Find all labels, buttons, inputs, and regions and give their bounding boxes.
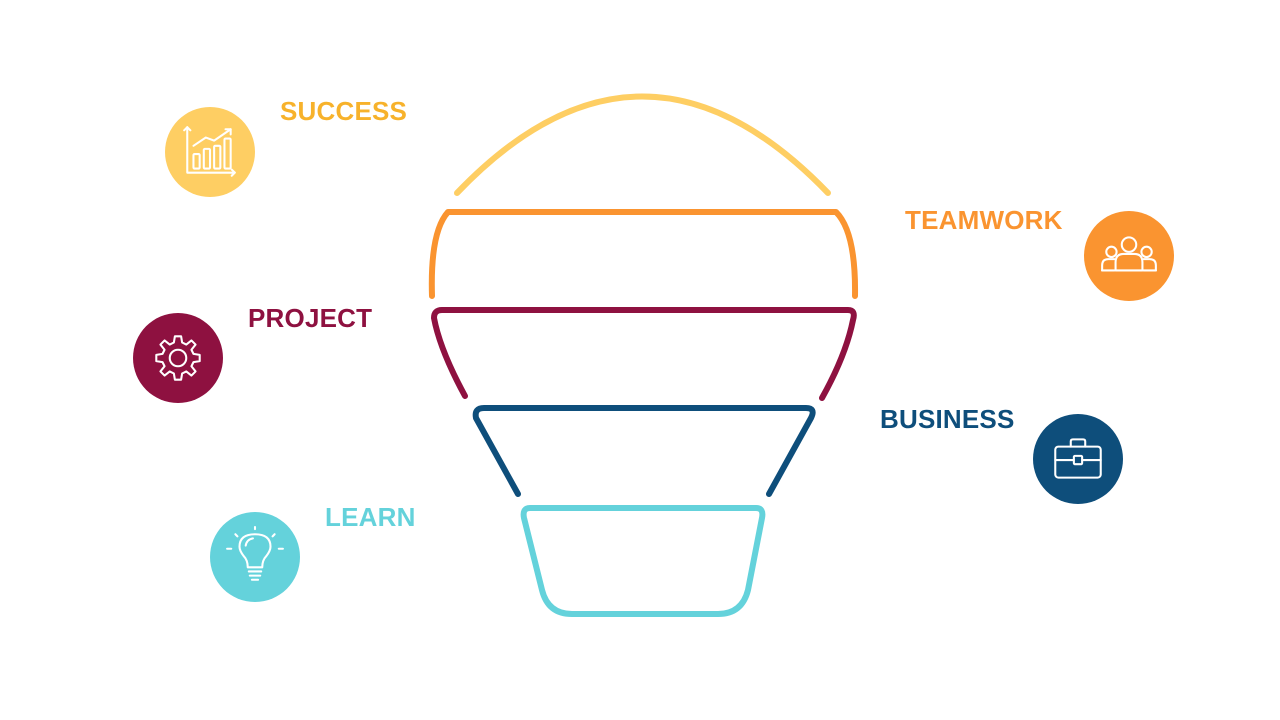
lightbulb-icon (226, 526, 284, 581)
bulb-band-project (431, 307, 857, 401)
learn-circle (210, 512, 300, 602)
bar-chart-icon (183, 126, 236, 177)
team-icon (1101, 236, 1157, 272)
business-label: BUSINESS (880, 404, 1015, 434)
teamwork-label: TEAMWORK (905, 205, 1063, 235)
project-circle (133, 313, 223, 403)
gear-icon (155, 335, 201, 381)
business-circle (1033, 414, 1123, 504)
success-circle (165, 107, 255, 197)
briefcase-icon (1054, 438, 1102, 479)
teamwork-circle (1084, 211, 1174, 301)
bulb-band-teamwork (428, 209, 859, 299)
learn-label: LEARN (325, 502, 416, 532)
success-label: SUCCESS (280, 96, 408, 126)
project-label: PROJECT (248, 303, 373, 333)
bulb-base-learn (520, 505, 766, 617)
bulb-band-business (472, 405, 816, 497)
bulb-arc-success (454, 93, 831, 196)
